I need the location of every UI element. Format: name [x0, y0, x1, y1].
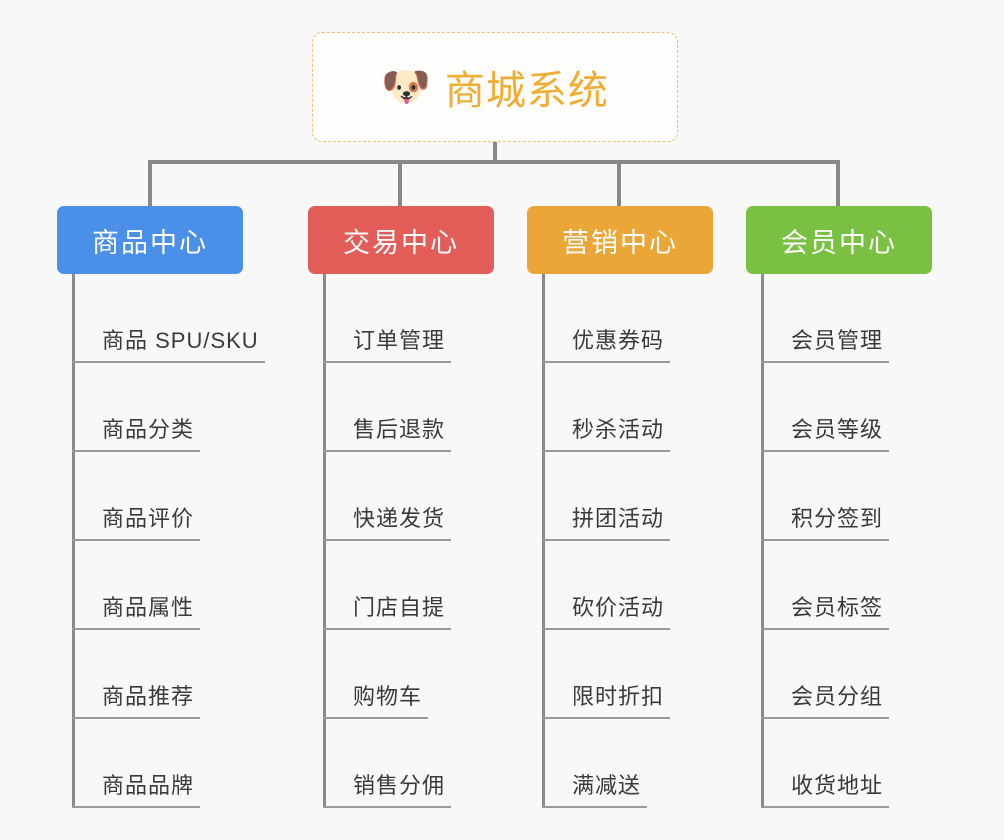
- branch-column-marketing-center: 优惠券码 秒杀活动 拼团活动 砍价活动 限时折扣 满减送: [542, 274, 772, 808]
- leaf-label: 满减送: [542, 768, 648, 808]
- branch-column-product-center: 商品 SPU/SKU 商品分类 商品评价 商品属性 商品推荐 商品品牌: [72, 274, 332, 808]
- list-item[interactable]: 商品推荐: [72, 630, 332, 719]
- list-item[interactable]: 砍价活动: [542, 541, 772, 630]
- list-item[interactable]: 限时折扣: [542, 630, 772, 719]
- leaf-label: 优惠券码: [542, 323, 671, 363]
- leaf-label: 会员等级: [761, 412, 890, 452]
- leaf-label: 订单管理: [323, 323, 452, 363]
- list-item[interactable]: 会员管理: [761, 274, 991, 363]
- list-item[interactable]: 优惠券码: [542, 274, 772, 363]
- category-label-member-center: 会员中心: [781, 227, 897, 258]
- list-item[interactable]: 会员分组: [761, 630, 991, 719]
- leaf-label: 销售分佣: [323, 768, 452, 808]
- list-item[interactable]: 商品 SPU/SKU: [72, 274, 332, 363]
- connector-trunk-vertical: [493, 142, 497, 164]
- leaf-label: 门店自提: [323, 590, 452, 630]
- leaf-label: 会员分组: [761, 679, 890, 719]
- category-box-product-center[interactable]: 商品中心: [57, 206, 243, 274]
- list-item[interactable]: 拼团活动: [542, 452, 772, 541]
- root-node[interactable]: 🐶 商城系统: [312, 32, 678, 142]
- leaf-label: 会员标签: [761, 590, 890, 630]
- list-item[interactable]: 商品分类: [72, 363, 332, 452]
- list-item[interactable]: 销售分佣: [323, 719, 553, 808]
- category-label-trade-center: 交易中心: [343, 227, 459, 258]
- category-label-marketing-center: 营销中心: [562, 227, 678, 258]
- list-item[interactable]: 快递发货: [323, 452, 553, 541]
- list-item[interactable]: 收货地址: [761, 719, 991, 808]
- connector-horizontal-bus: [148, 160, 840, 164]
- leaf-label: 拼团活动: [542, 501, 671, 541]
- leaf-label: 收货地址: [761, 768, 890, 808]
- leaf-label: 购物车: [323, 679, 429, 719]
- category-box-trade-center[interactable]: 交易中心: [308, 206, 494, 274]
- leaf-label: 限时折扣: [542, 679, 671, 719]
- list-item[interactable]: 商品品牌: [72, 719, 332, 808]
- leaf-label: 商品 SPU/SKU: [72, 323, 265, 363]
- connector-drop-member-center: [836, 160, 840, 206]
- shiba-dog-face-icon: 🐶: [381, 65, 431, 109]
- list-item[interactable]: 秒杀活动: [542, 363, 772, 452]
- list-item[interactable]: 订单管理: [323, 274, 553, 363]
- branch-spine-product-center: [72, 274, 75, 808]
- branch-spine-trade-center: [323, 274, 326, 808]
- connector-drop-trade-center: [398, 160, 402, 206]
- list-item[interactable]: 会员等级: [761, 363, 991, 452]
- list-item[interactable]: 商品属性: [72, 541, 332, 630]
- leaf-label: 商品推荐: [72, 679, 201, 719]
- list-item[interactable]: 购物车: [323, 630, 553, 719]
- list-item[interactable]: 门店自提: [323, 541, 553, 630]
- connector-drop-marketing-center: [617, 160, 621, 206]
- list-item[interactable]: 积分签到: [761, 452, 991, 541]
- branch-column-member-center: 会员管理 会员等级 积分签到 会员标签 会员分组 收货地址: [761, 274, 991, 808]
- leaf-label: 商品分类: [72, 412, 201, 452]
- leaf-label: 售后退款: [323, 412, 452, 452]
- connector-drop-product-center: [148, 160, 152, 206]
- branch-column-trade-center: 订单管理 售后退款 快递发货 门店自提 购物车 销售分佣: [323, 274, 553, 808]
- list-item[interactable]: 会员标签: [761, 541, 991, 630]
- list-item[interactable]: 满减送: [542, 719, 772, 808]
- category-label-product-center: 商品中心: [92, 227, 208, 258]
- leaf-label: 商品属性: [72, 590, 201, 630]
- leaf-label: 秒杀活动: [542, 412, 671, 452]
- list-item[interactable]: 售后退款: [323, 363, 553, 452]
- leaf-label: 商品评价: [72, 501, 201, 541]
- leaf-label: 商品品牌: [72, 768, 201, 808]
- leaf-label: 积分签到: [761, 501, 890, 541]
- root-title: 商城系统: [444, 69, 609, 113]
- branch-spine-marketing-center: [542, 274, 545, 808]
- category-box-marketing-center[interactable]: 营销中心: [527, 206, 713, 274]
- category-box-member-center[interactable]: 会员中心: [746, 206, 932, 274]
- branch-spine-member-center: [761, 274, 764, 808]
- leaf-label: 会员管理: [761, 323, 890, 363]
- list-item[interactable]: 商品评价: [72, 452, 332, 541]
- leaf-label: 砍价活动: [542, 590, 671, 630]
- leaf-label: 快递发货: [323, 501, 452, 541]
